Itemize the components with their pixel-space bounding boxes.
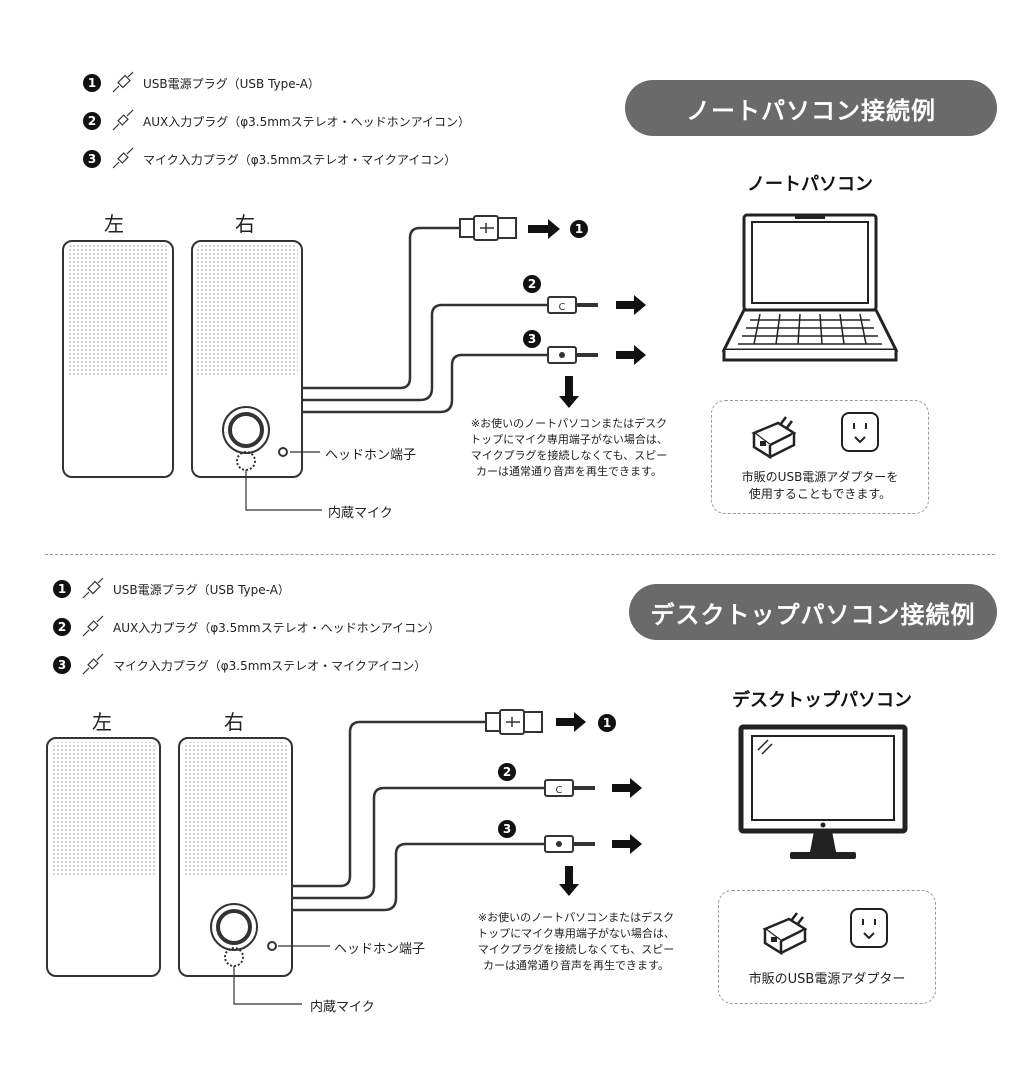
legend-label: マイク入力プラグ（φ3.5mmステレオ・マイクアイコン） [113, 658, 427, 673]
outlet-icon [841, 412, 879, 452]
note-text: ※お使いのノートパソコンまたはデスクトップにマイク専用端子がない場合は、マイクプ… [470, 417, 668, 478]
usb-adapter-box: 市販のUSB電源アダプター [718, 890, 936, 1004]
number-badge: 3 [53, 656, 71, 674]
audio-plug-icon [82, 653, 104, 675]
number-badge: 1 [83, 74, 101, 92]
audio-plug-icon [547, 346, 598, 364]
outlet-icon [850, 908, 888, 948]
headphone-jack-label: ヘッドホン端子 [334, 942, 426, 957]
legend-label: マイク入力プラグ（φ3.5mmステレオ・マイクアイコン） [143, 152, 457, 167]
usb-plug-icon [485, 709, 543, 735]
plug-legend: 1 USB電源プラグ（USB Type-A） 2 AUX入力プラグ（φ3.5mm… [83, 71, 503, 182]
number-badge: 3 [83, 150, 101, 168]
number-badge: 2 [83, 112, 101, 130]
usb-plug-icon [82, 577, 104, 599]
left-speaker-label: 左 [104, 212, 124, 236]
legend-row-mic: 3 マイク入力プラグ（φ3.5mmステレオ・マイクアイコン） [83, 147, 457, 170]
legend-label: AUX入力プラグ（φ3.5mmステレオ・ヘッドホンアイコン） [143, 114, 470, 129]
adapter-text: 市販のUSB電源アダプター [748, 972, 906, 987]
legend-label: USB電源プラグ（USB Type-A） [113, 582, 290, 597]
laptop-section: 1 USB電源プラグ（USB Type-A） 2 AUX入力プラグ（φ3.5mm… [62, 71, 997, 521]
audio-plug-icon: C [544, 779, 595, 797]
legend-label: AUX入力プラグ（φ3.5mmステレオ・ヘッドホンアイコン） [113, 620, 440, 635]
audio-plug-icon [112, 147, 134, 169]
volume-knob [222, 406, 270, 454]
plug-number-3: 3 [523, 330, 541, 348]
audio-plug-icon: C [547, 296, 598, 314]
adapter-text: 市販のUSB電源アダプターを使用することもできます。 [741, 470, 899, 501]
arrow-right-icon [528, 219, 646, 365]
number-badge: 1 [53, 580, 71, 598]
note-text: ※お使いのノートパソコンまたはデスクトップにマイク専用端子がない場合は、マイクプ… [477, 911, 675, 972]
usb-adapter-box: 市販のUSB電源アダプターを使用することもできます。 [711, 400, 929, 514]
left-speaker-label: 左 [92, 710, 112, 734]
headphone-jack [278, 447, 288, 457]
audio-plug-icon [544, 835, 595, 853]
section-banner: デスクトップパソコン接続例 [629, 584, 997, 640]
arrow-down-icon [559, 866, 579, 896]
audio-plug-icon [112, 109, 134, 131]
plug-number-2: 2 [523, 275, 541, 293]
usb-plug-icon [112, 71, 134, 93]
right-speaker-label: 右 [224, 710, 244, 734]
built-in-mic-label: 内蔵マイク [310, 1000, 375, 1015]
legend-row-aux: 2 AUX入力プラグ（φ3.5mmステレオ・ヘッドホンアイコン） [83, 109, 470, 132]
plug-legend: 1 USB電源プラグ（USB Type-A） 2 AUX入力プラグ（φ3.5mm… [53, 577, 473, 688]
arrow-right-icon [556, 712, 642, 854]
plug-number-2: 2 [498, 763, 516, 781]
svg-text:C: C [559, 302, 566, 313]
usb-plug-icon [459, 215, 517, 241]
legend-row-aux: 2 AUX入力プラグ（φ3.5mmステレオ・ヘッドホンアイコン） [53, 615, 440, 638]
speaker-diagram: C [62, 215, 646, 511]
headphone-jack [267, 941, 277, 951]
headphone-jack-label: ヘッドホン端子 [325, 448, 417, 463]
arrow-down-icon [559, 376, 579, 408]
plug-number-3: 3 [498, 820, 516, 838]
section-banner: ノートパソコン接続例 [625, 80, 997, 136]
legend-row-usb: 1 USB電源プラグ（USB Type-A） [83, 71, 320, 94]
usb-adapter-icon [751, 416, 797, 460]
plug-number-1: 1 [570, 220, 588, 238]
legend-row-usb: 1 USB電源プラグ（USB Type-A） [53, 577, 290, 600]
right-speaker-label: 右 [235, 212, 255, 236]
number-badge: 2 [53, 618, 71, 636]
monitor-icon [738, 724, 908, 859]
plug-number-1: 1 [598, 714, 616, 732]
section-divider [45, 554, 995, 555]
volume-knob [210, 903, 258, 951]
speaker-diagram: C [46, 709, 642, 1005]
built-in-mic [236, 451, 256, 471]
usb-adapter-icon [762, 912, 808, 956]
pc-title: デスクトップパソコン [732, 690, 912, 711]
legend-row-mic: 3 マイク入力プラグ（φ3.5mmステレオ・マイクアイコン） [53, 653, 427, 676]
laptop-icon [721, 213, 899, 362]
pc-title: ノートパソコン [747, 174, 873, 195]
legend-label: USB電源プラグ（USB Type-A） [143, 76, 320, 91]
built-in-mic-label: 内蔵マイク [328, 506, 393, 521]
audio-plug-icon [82, 615, 104, 637]
svg-text:C: C [556, 785, 563, 796]
built-in-mic [224, 947, 244, 967]
